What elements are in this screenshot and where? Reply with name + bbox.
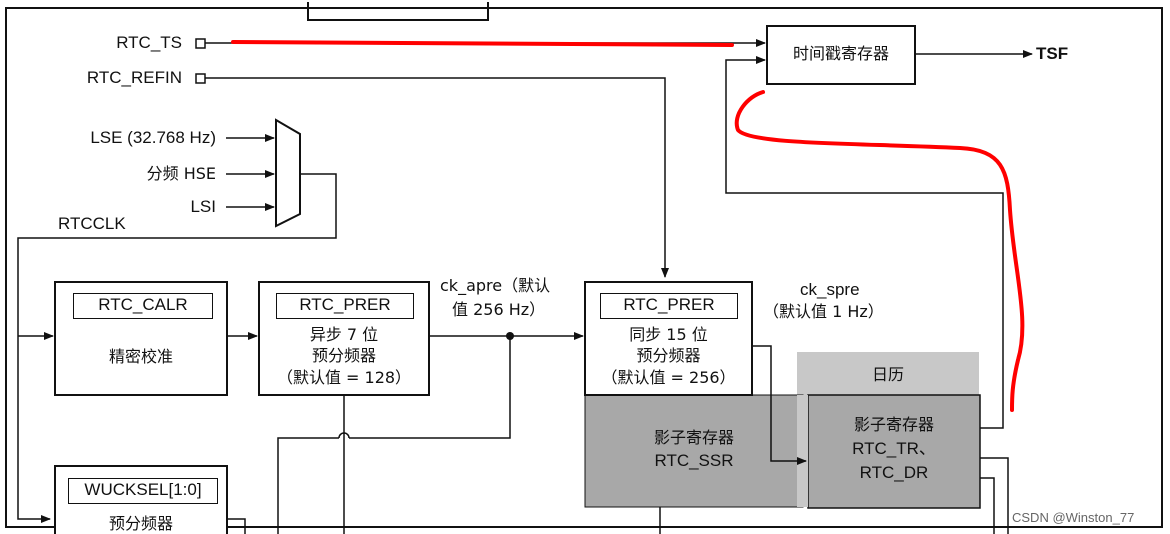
rtc-refin-label: RTC_REFIN <box>86 68 182 87</box>
wucksel-desc: 预分频器 <box>108 514 173 533</box>
outer-frame <box>5 7 1163 528</box>
shadow-trdr-line2: RTC_TR、 <box>852 439 936 458</box>
red-annotation-ts <box>231 40 734 47</box>
calr-desc: 精密校准 <box>108 347 173 366</box>
calendar-region <box>797 352 979 400</box>
ck-apre-line1: ck_apre（默认 <box>440 276 551 295</box>
watermark: CSDN @Winston_77 <box>1012 510 1135 525</box>
lse-label: LSE (32.768 Hz) <box>90 128 216 147</box>
async-prescaler-line1: 异步 7 位 <box>309 325 379 344</box>
async-prescaler-line2: 预分频器 <box>311 346 376 365</box>
ck-apre-line2: 值 256 Hz） <box>452 300 546 319</box>
shadow-ssr-line1: 影子寄存器 <box>653 428 734 447</box>
red-annotation-loop <box>734 90 1025 412</box>
timestamp-register-label: 时间戳寄存器 <box>792 44 889 63</box>
tsf-label: TSF <box>1036 44 1069 63</box>
timestamp-register-box <box>766 25 916 85</box>
wucksel-register-label: WUCKSEL[1:0] <box>68 478 218 504</box>
shadow-trdr-region <box>807 394 981 509</box>
async-prer-register-label: RTC_PRER <box>276 293 414 319</box>
rtc-ts-label: RTC_TS <box>116 33 182 52</box>
sync-prescaler-line3: （默认值 = 256） <box>601 368 736 387</box>
rtc-refin-pin <box>195 73 206 84</box>
ck-spre-line2: （默认值 1 Hz） <box>763 302 884 321</box>
calendar-label: 日历 <box>871 365 904 384</box>
sync-prer-register-label: RTC_PRER <box>600 293 738 319</box>
sync-prescaler-line2: 预分频器 <box>636 346 701 365</box>
shadow-trdr-line3: RTC_DR <box>859 463 929 482</box>
calr-register-label: RTC_CALR <box>73 293 213 319</box>
ck-spre-line1: ck_spre <box>800 280 860 299</box>
shadow-ssr-line2: RTC_SSR <box>654 451 734 470</box>
rtcclk-label: RTCCLK <box>58 214 126 233</box>
top-partial-box <box>307 2 489 21</box>
shadow-trdr-line1: 影子寄存器 <box>853 415 934 434</box>
clock-mux <box>275 118 301 228</box>
hse-div-label: 分频 HSE <box>146 164 216 183</box>
shadow-ssr-region <box>584 394 804 508</box>
sync-prescaler-line1: 同步 15 位 <box>629 325 708 344</box>
async-prescaler-line3: （默认值 = 128） <box>276 368 412 387</box>
lsi-label: LSI <box>190 197 216 216</box>
rtc-ts-pin <box>195 38 206 49</box>
